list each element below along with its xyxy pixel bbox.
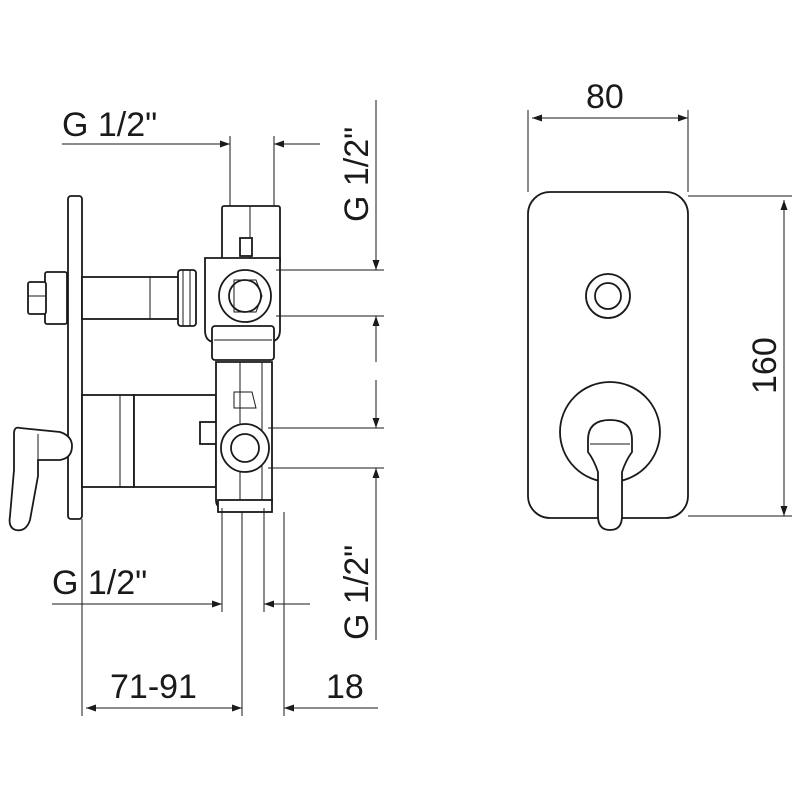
- dimension-height: [688, 195, 792, 517]
- label-thread-bottom-horizontal: G 1/2": [52, 564, 147, 602]
- label-height: 160: [746, 337, 784, 394]
- lever-handle: [8, 426, 73, 532]
- wall-plate: [67, 195, 83, 520]
- label-thread-top-horizontal: G 1/2": [62, 106, 157, 144]
- dimension-lines-side: [52, 100, 384, 716]
- label-thread-bottom-vertical: G 1/2": [338, 545, 376, 640]
- dimension-width: [527, 110, 689, 192]
- label-depth-fixed: 18: [326, 668, 364, 706]
- valve-housing: [204, 205, 281, 513]
- label-thread-top-vertical: G 1/2": [338, 127, 376, 222]
- cartridge-body: [81, 394, 221, 488]
- label-width: 80: [586, 78, 624, 116]
- label-depth-range: 71-91: [110, 668, 197, 706]
- side-view: G 1/2" G 1/2" G 1/2" G 1/2" 71-91 18: [8, 100, 384, 716]
- front-view: 80 160: [527, 78, 792, 531]
- diverter-stem: [27, 269, 197, 327]
- front-lever: [587, 419, 633, 531]
